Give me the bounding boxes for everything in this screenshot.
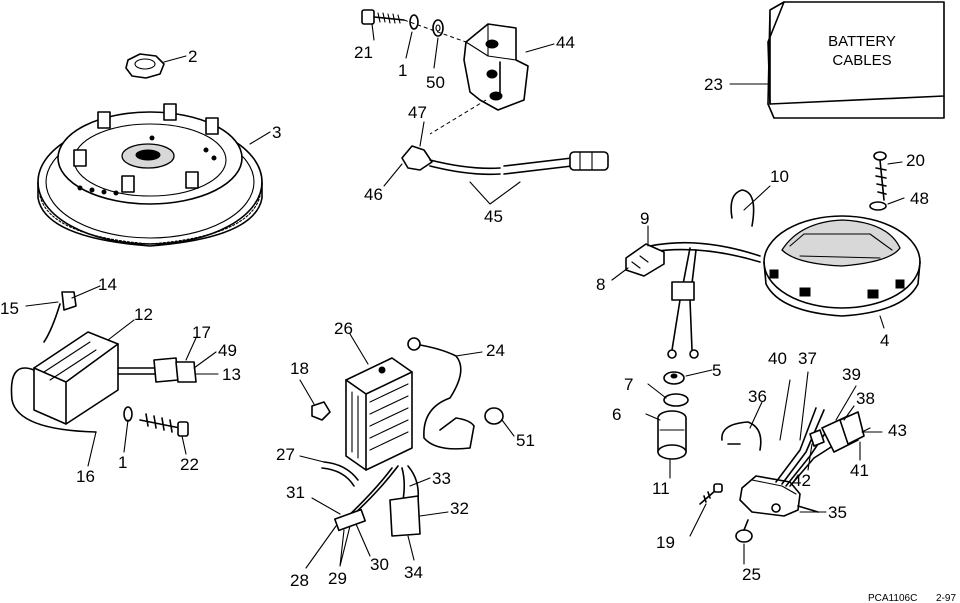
callout-22: 22 <box>180 455 199 474</box>
callout-33: 33 <box>432 469 451 488</box>
callout-17: 17 <box>192 323 211 342</box>
callout-6: 6 <box>612 405 621 424</box>
callout-11: 11 <box>652 479 670 498</box>
battery-box-line1: BATTERY <box>828 33 896 50</box>
callout-19: 19 <box>656 533 675 552</box>
callout-48: 48 <box>910 189 929 208</box>
pack-screw-part <box>139 413 189 437</box>
o-ring-part <box>663 393 689 407</box>
starter-cable-tie-part <box>721 421 762 451</box>
callout-labels: 2 3 21 1 50 44 47 46 45 23 10 20 48 9 8 … <box>0 33 929 590</box>
flywheel-part <box>37 103 263 247</box>
callout-47: 47 <box>408 103 427 122</box>
callout-27: 27 <box>276 445 295 464</box>
callout-26: 26 <box>334 319 353 338</box>
figure-code: PCA1106C <box>868 593 917 603</box>
callout-2: 2 <box>188 47 197 66</box>
callout-39: 39 <box>842 365 861 384</box>
callout-32: 32 <box>450 499 469 518</box>
battery-cables-box: BATTERY CABLES <box>767 1 945 119</box>
callout-14: 14 <box>98 275 117 294</box>
callout-4: 4 <box>880 331 889 350</box>
callout-24: 24 <box>486 341 505 360</box>
callout-41: 41 <box>850 461 869 480</box>
callout-5: 5 <box>712 361 721 380</box>
callout-8: 8 <box>596 275 605 294</box>
callout-43: 43 <box>888 421 907 440</box>
callout-36: 36 <box>748 387 767 406</box>
leader-lines <box>25 23 905 569</box>
callout-1-bottom: 1 <box>118 453 127 472</box>
stator-washer-part <box>869 201 887 211</box>
callout-40: 40 <box>768 349 787 368</box>
ignition-coil-part <box>463 23 529 111</box>
connector-part <box>657 410 687 460</box>
stator-part <box>763 215 921 317</box>
callout-35: 35 <box>828 503 847 522</box>
callout-44: 44 <box>556 33 575 52</box>
solenoid-part <box>739 475 819 517</box>
ground-wire-part <box>407 337 475 450</box>
callout-29: 29 <box>328 569 347 588</box>
callout-13: 13 <box>222 365 241 384</box>
plug-cap-part <box>484 407 504 425</box>
stator-screw-part <box>873 151 887 201</box>
callout-31: 31 <box>286 483 305 502</box>
callout-16: 16 <box>76 467 95 486</box>
rectifier-regulator-part <box>345 357 413 471</box>
battery-box-line2: CABLES <box>832 52 891 69</box>
callout-50: 50 <box>426 73 445 92</box>
starter-wire-harness <box>775 407 865 487</box>
callout-38: 38 <box>856 389 875 408</box>
callout-25: 25 <box>742 565 761 584</box>
callout-30: 30 <box>370 555 389 574</box>
callout-12: 12 <box>134 305 153 324</box>
pack-lockwasher-part <box>123 406 133 422</box>
callout-7: 7 <box>624 375 633 394</box>
screw-19-part <box>699 483 723 505</box>
callout-20: 20 <box>906 151 925 170</box>
callout-10: 10 <box>770 167 789 186</box>
stator-wire-harness <box>649 241 761 359</box>
callout-34: 34 <box>404 563 423 582</box>
callout-18: 18 <box>290 359 309 378</box>
power-pack-part <box>10 291 197 433</box>
grommet-part <box>311 401 331 421</box>
cable-tie-part <box>321 461 359 487</box>
callout-49: 49 <box>218 341 237 360</box>
callout-21: 21 <box>354 43 373 62</box>
cable-clamp-part <box>730 189 755 227</box>
callout-15: 15 <box>0 299 19 318</box>
callout-1-top: 1 <box>398 61 407 80</box>
bolt-25-part <box>735 519 753 543</box>
callout-45: 45 <box>484 207 503 226</box>
callout-37: 37 <box>798 349 817 368</box>
callout-28: 28 <box>290 571 309 590</box>
callout-23: 23 <box>704 75 723 94</box>
regulator-wire-harness <box>333 465 421 537</box>
coil-bolt-part <box>361 9 405 25</box>
washer-part <box>432 19 444 37</box>
callout-46: 46 <box>364 185 383 204</box>
terminal-cap-part <box>663 371 685 385</box>
callout-9: 9 <box>640 209 649 228</box>
callout-3: 3 <box>272 123 281 142</box>
figure-date: 2-97 <box>936 593 956 603</box>
spark-plug-boot-part <box>401 145 609 176</box>
callout-42: 42 <box>792 471 811 490</box>
flywheel-nut-part <box>125 53 165 79</box>
lockwasher-part <box>409 14 419 30</box>
harness-connector-part <box>625 243 665 277</box>
callout-51: 51 <box>516 431 535 450</box>
